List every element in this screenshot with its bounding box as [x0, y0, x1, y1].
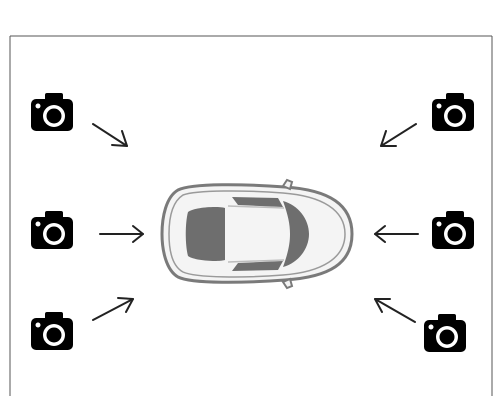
arrow-left-middle	[100, 226, 143, 242]
camera-right-bottom-icon	[424, 314, 466, 352]
arrow-left-top	[93, 124, 127, 146]
arrow-right-middle	[375, 226, 418, 242]
arrow-right-top	[381, 124, 416, 146]
arrow-left-bottom	[93, 298, 133, 320]
camera-right-top-icon	[432, 93, 474, 131]
car-top-view	[162, 180, 352, 288]
camera-left-top-icon	[31, 93, 73, 131]
arrow-right-bottom	[375, 299, 415, 322]
camera-right-middle-icon	[432, 211, 474, 249]
camera-left-middle-icon	[31, 211, 73, 249]
camera-left-bottom-icon	[31, 312, 73, 350]
